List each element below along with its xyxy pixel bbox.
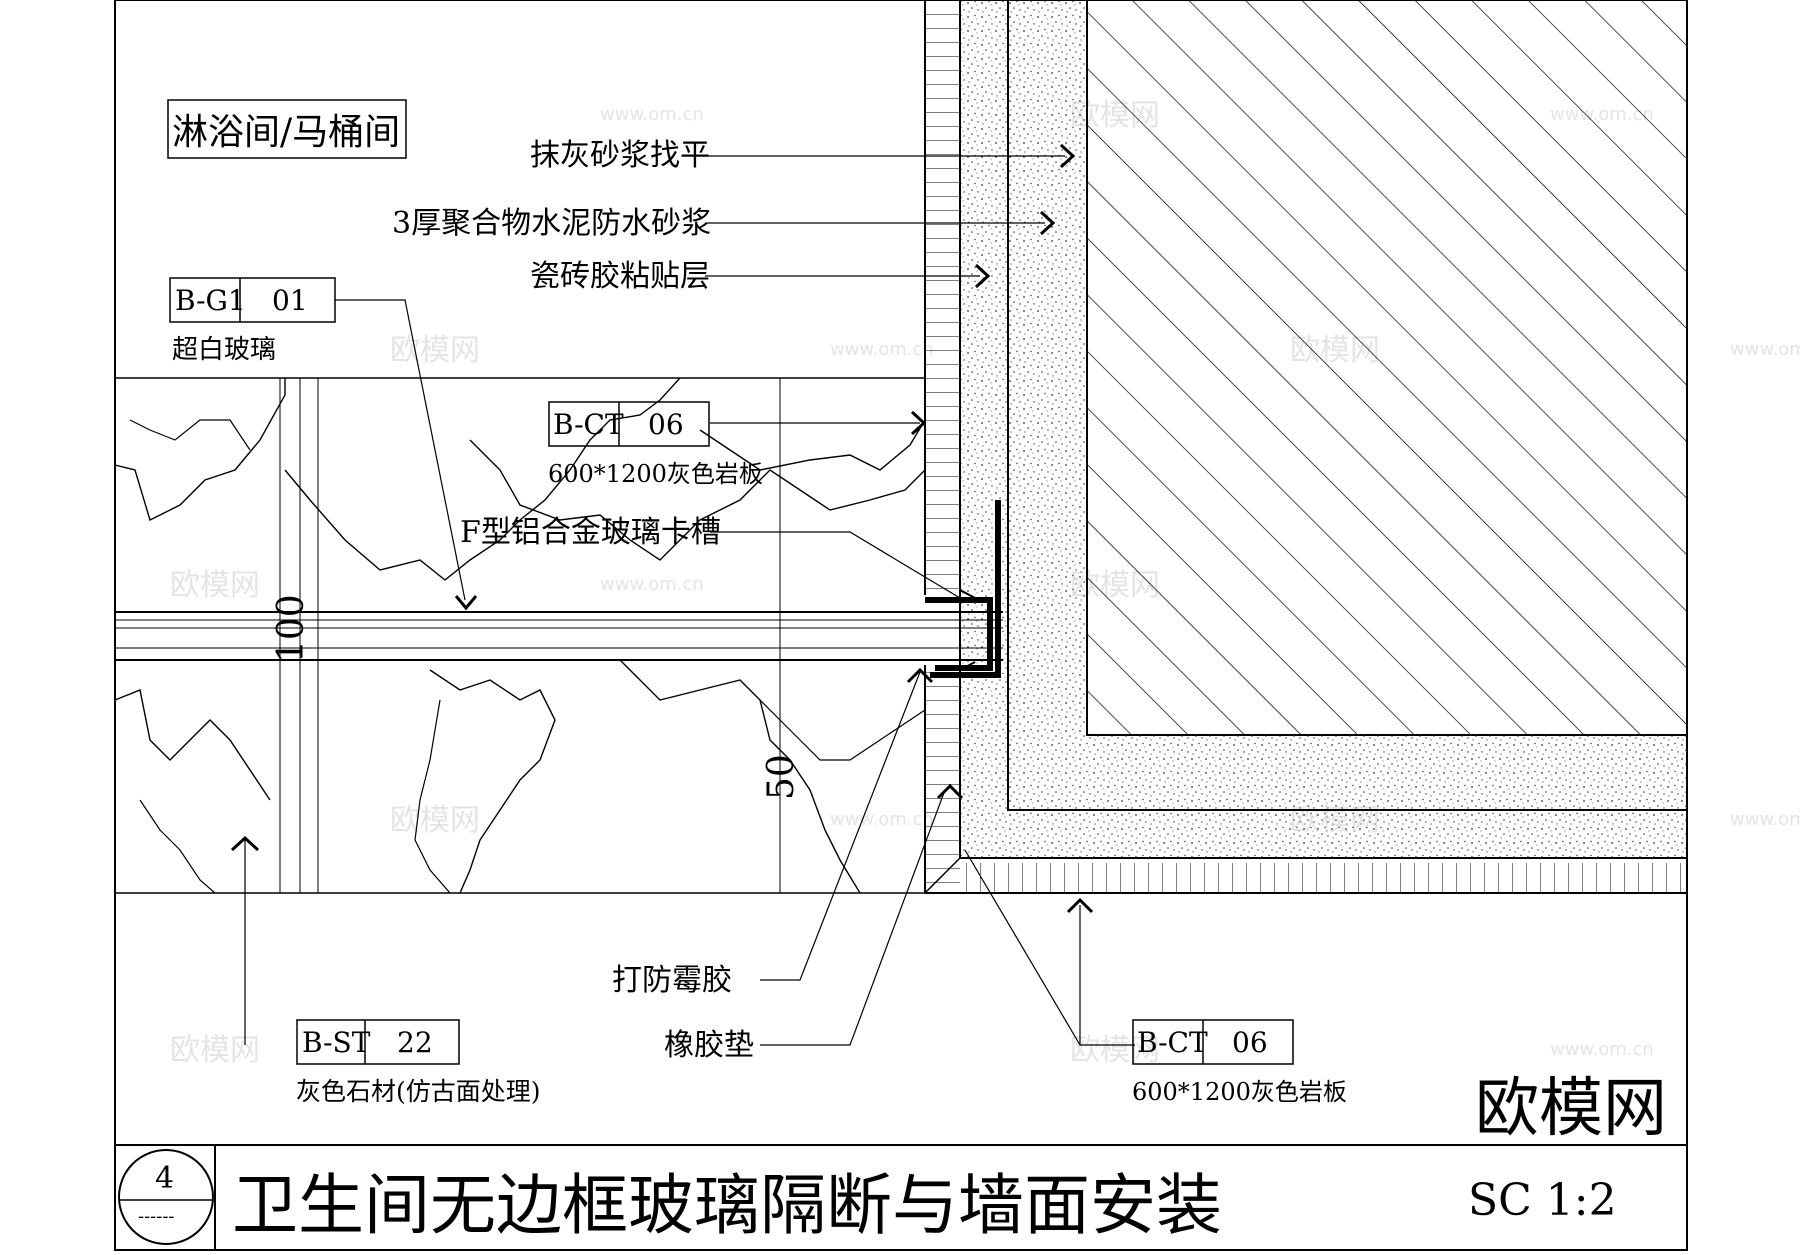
drawing-scale: SC 1:2 xyxy=(1468,1175,1617,1226)
tag-description: 超白玻璃 xyxy=(172,335,276,365)
material-tag-slab-bottom: B-CT 06 600*1200灰色岩板 xyxy=(1132,1019,1347,1106)
tag-description: 灰色石材(仿古面处理) xyxy=(296,1077,541,1106)
glass-panel xyxy=(115,378,1003,893)
watermark-brand: 欧模网 xyxy=(1070,1033,1160,1068)
room-label: 淋浴间/马桶间 xyxy=(172,112,400,153)
watermark-site: www.om.cn xyxy=(1730,339,1800,360)
watermark-brand: 欧模网 xyxy=(390,803,480,838)
tag-number: 06 xyxy=(648,408,684,441)
leader-lines xyxy=(244,155,1135,1046)
callout-channel: F型铝合金玻璃卡槽 xyxy=(460,515,721,550)
tag-code: B-CT xyxy=(1137,1026,1208,1059)
leader-arrowheads xyxy=(230,143,1094,914)
tag-code: B-CT xyxy=(553,408,624,441)
room-label-box xyxy=(167,99,407,159)
tag-code: B-ST xyxy=(302,1026,371,1059)
wall-slab-facing xyxy=(924,0,1687,894)
watermark-site: www.om.cn xyxy=(600,574,704,595)
detail-index-number: 4 xyxy=(155,1161,174,1196)
watermark-brand: 欧模网 xyxy=(390,333,480,368)
tag-description: 600*1200灰色岩板 xyxy=(548,460,763,488)
watermark-site: www.om.cn xyxy=(830,339,934,360)
watermark-brand: 欧模网 xyxy=(170,1033,260,1068)
callout-mildew-sealant: 打防霉胶 xyxy=(612,963,732,998)
brand-logo: 欧模网 xyxy=(1475,1072,1667,1146)
tag-description: 600*1200灰色岩板 xyxy=(1132,1078,1347,1106)
material-tag-stone: B-ST 22 灰色石材(仿古面处理) xyxy=(296,1019,541,1106)
watermark-brand: 欧模网 xyxy=(170,568,260,603)
stone-panel xyxy=(114,377,926,894)
watermark-site: www.om.cn xyxy=(1730,809,1800,830)
detail-index-dashes: ------ xyxy=(138,1206,175,1227)
tag-number: 01 xyxy=(272,284,308,317)
watermark-site: www.om.cn xyxy=(1550,1039,1654,1060)
watermark-site: www.om.cn xyxy=(830,809,934,830)
aluminum-channel xyxy=(925,500,1001,678)
tag-number: 06 xyxy=(1232,1026,1268,1059)
dimension-lower: 50 xyxy=(761,754,802,800)
detail-index-circle xyxy=(118,1149,214,1245)
dimension-glass: 100 xyxy=(271,594,312,663)
tag-number: 22 xyxy=(397,1026,433,1059)
tag-code: B-G1 xyxy=(175,284,246,317)
material-tag-slab-top: B-CT 06 600*1200灰色岩板 xyxy=(548,401,763,488)
watermark-site: www.om.cn xyxy=(600,104,704,125)
callout-plaster: 抹灰砂浆找平 xyxy=(530,138,710,173)
callout-waterproof: 3厚聚合物水泥防水砂浆 xyxy=(392,206,711,241)
callout-rubber-pad: 橡胶垫 xyxy=(664,1028,754,1063)
structural-wall xyxy=(1086,0,1688,736)
drawing-title: 卫生间无边框玻璃隔断与墙面安装 xyxy=(232,1167,1222,1244)
callout-adhesive: 瓷砖胶粘贴层 xyxy=(530,259,710,294)
material-tag-glass: B-G1 01 超白玻璃 xyxy=(169,277,336,365)
